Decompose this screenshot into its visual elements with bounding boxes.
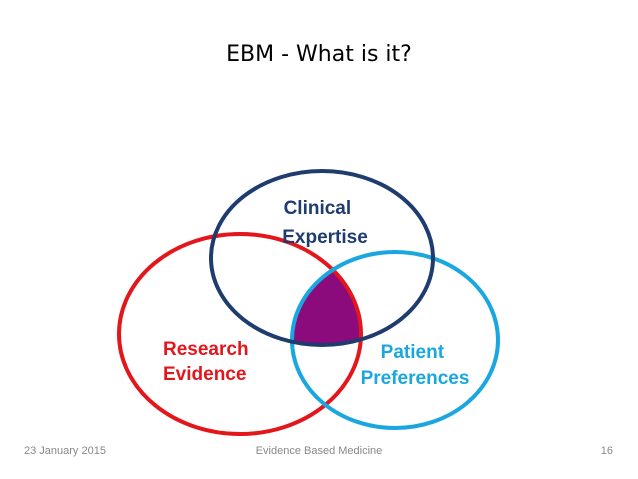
footer-title: Evidence Based Medicine — [255, 445, 383, 457]
research-evidence-label: Research Evidence — [163, 339, 254, 385]
clinical-expertise-circle — [209, 169, 435, 347]
research-evidence-circle — [117, 232, 363, 436]
clinical-expertise-label: Clinical Expertise — [282, 198, 368, 248]
page-number: 16 — [600, 445, 613, 457]
footer-date: 23 January 2015 — [24, 445, 106, 457]
venn-intersection — [292, 252, 361, 345]
patient-preferences-label: Patient Preferences — [361, 342, 470, 389]
slide-title: EBM - What is it? — [226, 42, 412, 67]
